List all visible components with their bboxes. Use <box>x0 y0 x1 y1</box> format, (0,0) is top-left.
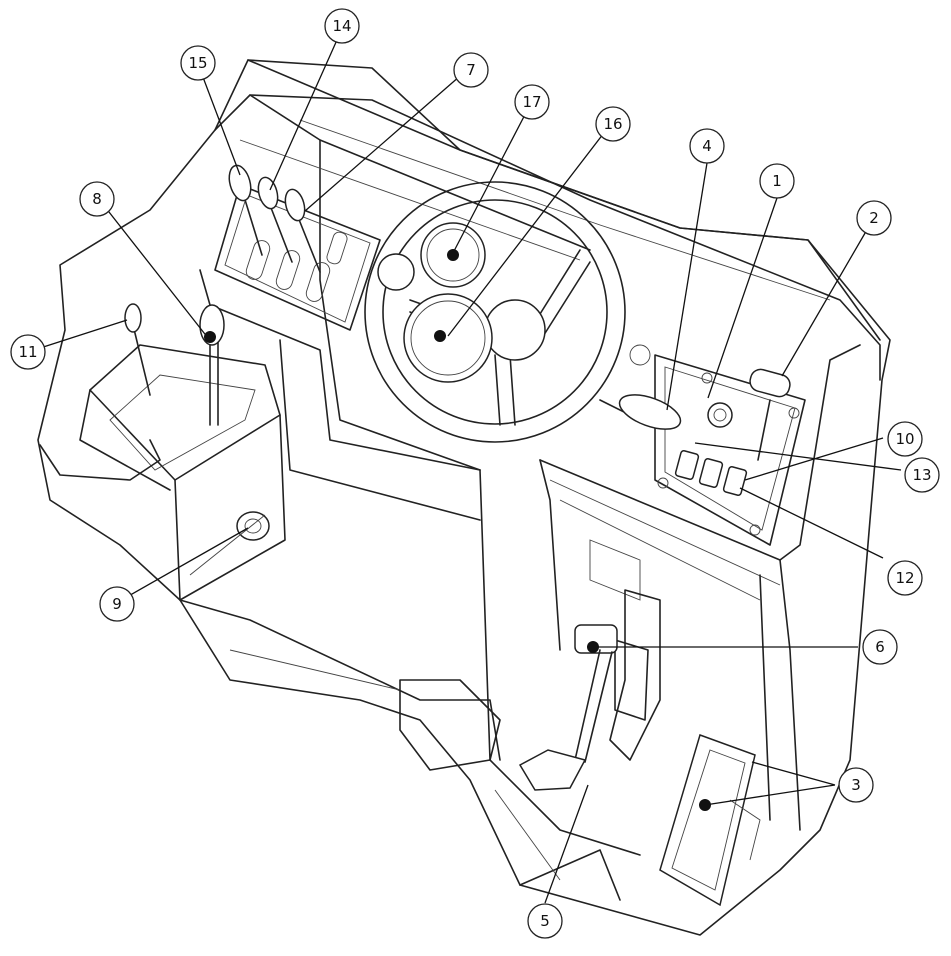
leader-13 <box>694 442 902 471</box>
svg-text:4: 4 <box>702 137 712 155</box>
leader-3 <box>704 761 836 806</box>
callout-7: 7 <box>453 52 489 88</box>
callout-14: 14 <box>324 8 360 44</box>
marker-dot-8 <box>204 331 216 343</box>
leader-7 <box>304 75 461 212</box>
marker-dots <box>204 249 711 811</box>
callout-15: 15 <box>180 45 216 81</box>
callout-4: 4 <box>689 128 725 164</box>
marker-dot-3 <box>699 799 711 811</box>
callout-6: 6 <box>862 629 898 665</box>
leader-4 <box>666 162 708 411</box>
leader-8 <box>97 197 209 339</box>
cab-outline <box>37 59 891 936</box>
leader-16 <box>447 124 611 337</box>
callouts: 1 2 3 4 5 6 7 8 9 10 11 12 13 14 15 16 1… <box>10 8 940 939</box>
marker-dot-17 <box>447 249 459 261</box>
svg-text:8: 8 <box>92 190 102 208</box>
callout-17: 17 <box>514 84 550 120</box>
svg-text:12: 12 <box>895 569 914 587</box>
svg-text:6: 6 <box>875 638 885 656</box>
callout-2: 2 <box>856 200 892 236</box>
left-console <box>39 303 286 601</box>
svg-text:17: 17 <box>522 93 541 111</box>
svg-text:9: 9 <box>112 595 122 613</box>
callout-10: 10 <box>887 421 923 457</box>
svg-text:15: 15 <box>188 54 207 72</box>
callout-5: 5 <box>527 903 563 939</box>
leader-12 <box>739 487 884 559</box>
svg-text:2: 2 <box>869 209 879 227</box>
callout-16: 16 <box>595 106 631 142</box>
dashboard <box>214 59 881 831</box>
leader-lines <box>33 30 902 904</box>
svg-text:1: 1 <box>772 172 782 190</box>
steering-wheel <box>364 181 626 443</box>
leader-9 <box>117 527 249 603</box>
svg-text:16: 16 <box>603 115 622 133</box>
leader-15 <box>197 63 241 176</box>
svg-text:5: 5 <box>540 912 550 930</box>
svg-text:13: 13 <box>912 466 931 484</box>
pedal-assembly <box>518 589 761 907</box>
svg-text:14: 14 <box>332 17 351 35</box>
leader-14 <box>269 30 342 191</box>
callout-3: 3 <box>838 767 874 803</box>
svg-text:10: 10 <box>895 430 914 448</box>
leader-1 <box>707 197 778 399</box>
callout-11: 11 <box>10 334 46 370</box>
callout-8: 8 <box>79 181 115 217</box>
leader-2 <box>781 227 869 377</box>
callout-9: 9 <box>99 586 135 622</box>
marker-dot-6 <box>587 641 599 653</box>
leader-11 <box>33 319 128 351</box>
floor <box>179 469 641 901</box>
switch-panel <box>599 344 806 546</box>
svg-text:3: 3 <box>851 776 861 794</box>
svg-text:11: 11 <box>18 343 37 361</box>
callout-12: 12 <box>887 560 923 596</box>
svg-text:7: 7 <box>466 61 476 79</box>
callout-1: 1 <box>759 163 795 199</box>
leader-5 <box>544 784 589 904</box>
leader-17 <box>452 104 531 254</box>
marker-dot-16 <box>434 330 446 342</box>
callout-13: 13 <box>904 457 940 493</box>
